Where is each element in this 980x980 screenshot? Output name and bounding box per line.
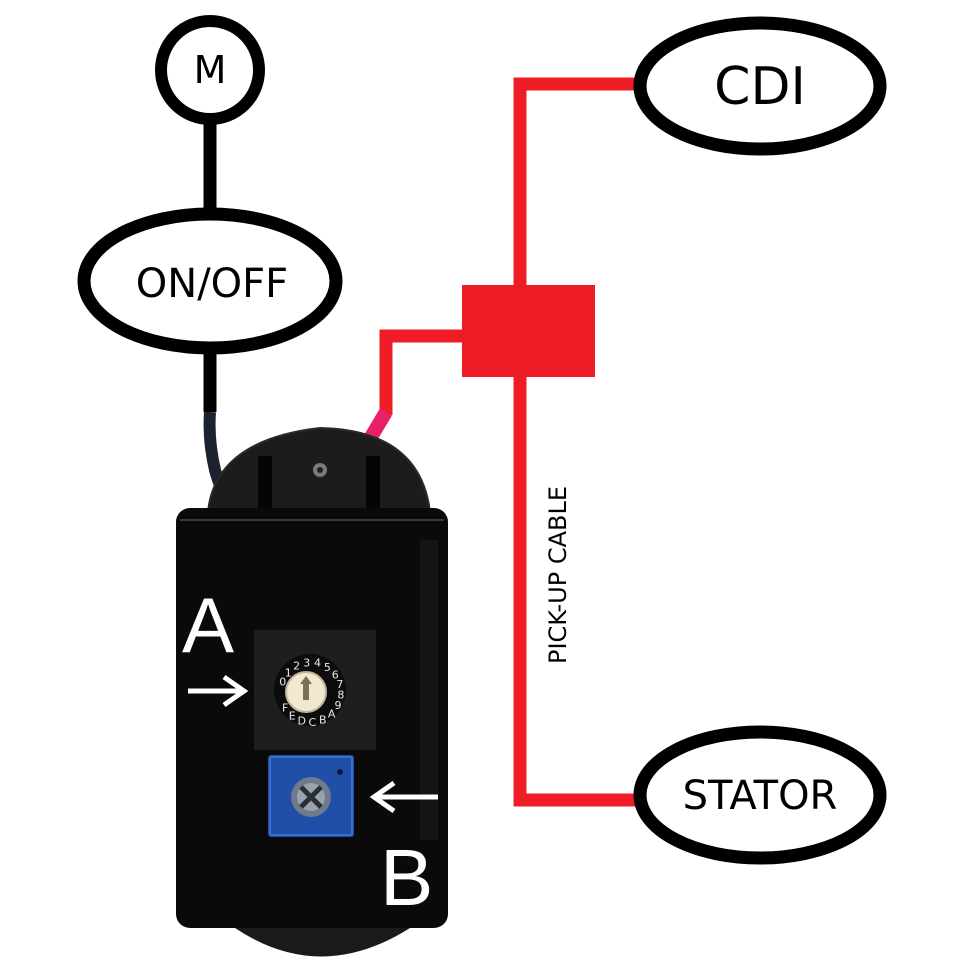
stator-node: STATOR bbox=[633, 725, 887, 865]
trimmer-potentiometer[interactable] bbox=[268, 755, 354, 837]
marker-a-label: A bbox=[182, 581, 234, 669]
marker-b-label: B bbox=[380, 833, 433, 922]
pickup-cable-label: PICK-UP CABLE bbox=[544, 486, 572, 664]
dial-digit: 8 bbox=[337, 689, 344, 702]
dial-digit: C bbox=[308, 716, 316, 729]
cdi-node: CDI bbox=[633, 16, 887, 156]
splice-connector bbox=[462, 285, 595, 377]
dial-digit: 0 bbox=[279, 676, 286, 689]
motor-label: M bbox=[194, 48, 227, 92]
dial-digit: F bbox=[282, 701, 288, 714]
motor-node: M bbox=[155, 15, 265, 125]
arrow-right-icon bbox=[188, 674, 249, 708]
dial-digit: 4 bbox=[314, 657, 321, 670]
dial-digit: 6 bbox=[332, 668, 339, 681]
dial-digit: 1 bbox=[285, 667, 292, 680]
dial-digit: 3 bbox=[303, 656, 310, 669]
dial-digit: D bbox=[297, 715, 305, 728]
dial-digit: E bbox=[289, 709, 296, 722]
stator-label: STATOR bbox=[683, 773, 838, 819]
dial-digit: A bbox=[328, 708, 336, 721]
dial-digit: 7 bbox=[336, 678, 343, 691]
switch-node: ON/OFF bbox=[77, 207, 343, 355]
cdi-label: CDI bbox=[714, 57, 806, 117]
dial-digit: B bbox=[319, 714, 327, 727]
switch-label: ON/OFF bbox=[136, 261, 288, 307]
pickup-cable-wiring bbox=[361, 77, 640, 807]
dial-digit: 2 bbox=[293, 660, 300, 673]
arrow-left-icon bbox=[369, 780, 438, 814]
dial-digit: 9 bbox=[335, 699, 342, 712]
dial-digit: 5 bbox=[324, 661, 331, 674]
